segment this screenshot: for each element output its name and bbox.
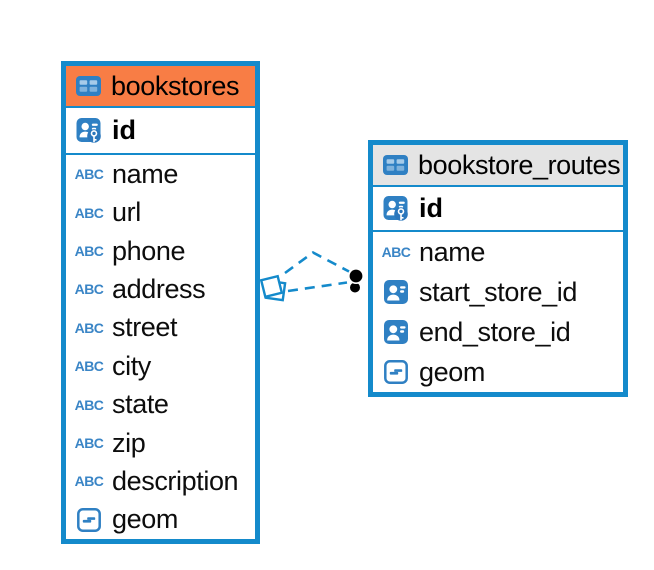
relationship-line-lower[interactable] bbox=[287, 281, 348, 293]
field-row[interactable]: start_store_id bbox=[373, 272, 623, 312]
table-bookstore-routes[interactable]: bookstore_routes id ABC name start_store_i… bbox=[368, 140, 628, 397]
field-label: geom bbox=[112, 504, 178, 535]
text-type-icon: ABC bbox=[74, 166, 104, 183]
field-label: phone bbox=[112, 235, 186, 266]
field-row[interactable]: ABC city bbox=[66, 347, 255, 385]
field-label: state bbox=[112, 389, 169, 420]
field-label: end_store_id bbox=[419, 316, 571, 347]
field-row[interactable]: ABC zip bbox=[66, 424, 255, 462]
field-label: start_store_id bbox=[419, 276, 577, 307]
table-icon bbox=[73, 76, 103, 96]
text-type-icon: ABC bbox=[74, 396, 104, 413]
field-label: url bbox=[112, 197, 141, 228]
foreign-key-icon bbox=[381, 320, 411, 344]
text-type-icon: ABC bbox=[74, 473, 104, 490]
field-label: name bbox=[419, 236, 485, 267]
field-row[interactable]: geom bbox=[66, 501, 255, 539]
geometry-type-icon bbox=[381, 360, 411, 384]
primary-key-label: id bbox=[112, 115, 136, 145]
relationship-line-upper[interactable] bbox=[284, 250, 350, 275]
table-title: bookstore_routes bbox=[418, 149, 621, 180]
field-row[interactable]: ABC phone bbox=[66, 232, 255, 270]
field-label: address bbox=[112, 273, 206, 304]
field-label: zip bbox=[112, 427, 146, 458]
field-label: name bbox=[112, 158, 178, 189]
field-row[interactable]: ABC url bbox=[66, 193, 255, 231]
field-label: description bbox=[112, 465, 239, 496]
field-row[interactable]: geom bbox=[373, 352, 623, 392]
primary-key-icon bbox=[381, 195, 411, 223]
field-label: street bbox=[112, 312, 178, 343]
field-label: city bbox=[112, 350, 151, 381]
text-type-icon: ABC bbox=[74, 243, 104, 260]
field-row[interactable]: ABC state bbox=[66, 385, 255, 423]
primary-key-row[interactable]: id bbox=[373, 187, 623, 232]
table-header[interactable]: bookstores bbox=[66, 66, 255, 108]
field-row[interactable]: ABC address bbox=[66, 270, 255, 308]
relationship-diamond-marker[interactable] bbox=[259, 274, 287, 302]
field-row[interactable]: ABC name bbox=[373, 232, 623, 272]
text-type-icon: ABC bbox=[74, 358, 104, 375]
text-type-icon: ABC bbox=[381, 244, 411, 260]
text-type-icon: ABC bbox=[74, 319, 104, 336]
table-title: bookstores bbox=[111, 70, 240, 101]
relationship-dot-marker[interactable] bbox=[347, 267, 364, 295]
field-row[interactable]: ABC street bbox=[66, 309, 255, 347]
primary-key-row[interactable]: id bbox=[66, 108, 255, 155]
field-row[interactable]: ABC name bbox=[66, 155, 255, 193]
field-row[interactable]: end_store_id bbox=[373, 312, 623, 352]
geometry-type-icon bbox=[74, 507, 104, 532]
table-header[interactable]: bookstore_routes bbox=[373, 145, 623, 187]
primary-key-label: id bbox=[419, 193, 443, 223]
text-type-icon: ABC bbox=[74, 281, 104, 298]
field-label: geom bbox=[419, 356, 485, 387]
table-icon bbox=[380, 155, 410, 175]
text-type-icon: ABC bbox=[74, 435, 104, 452]
foreign-key-icon bbox=[381, 280, 411, 304]
field-row[interactable]: ABC description bbox=[66, 462, 255, 500]
primary-key-icon bbox=[74, 117, 104, 145]
text-type-icon: ABC bbox=[74, 204, 104, 221]
